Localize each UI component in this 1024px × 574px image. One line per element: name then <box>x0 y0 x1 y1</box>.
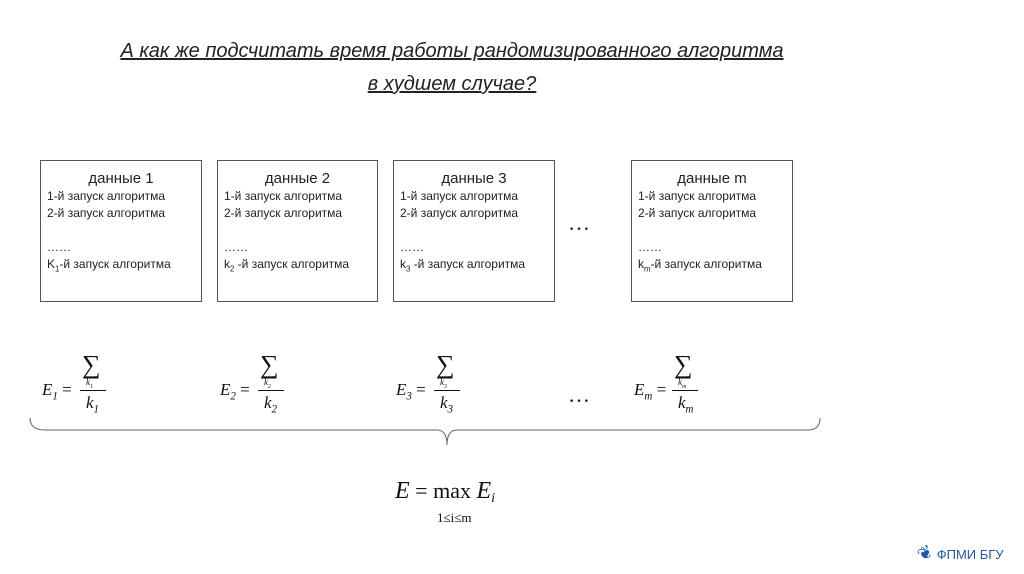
sum-icon: ∑ <box>436 350 455 379</box>
run-line: 1-й запуск алгоритма <box>638 189 757 203</box>
max-formula: E = max Ei 1≤i≤m <box>395 478 496 525</box>
sum-icon: ∑ <box>674 350 693 379</box>
sum-icon: ∑ <box>82 350 101 379</box>
data-box: данные 3 1-й запуск алгоритма 2-й запуск… <box>393 160 555 302</box>
max-range: 1≤i≤m <box>437 510 472 525</box>
data-box-header: данные 3 <box>441 170 507 187</box>
run-line: 1-й запуск алгоритма <box>224 189 343 203</box>
run-line-last: km-й запуск алгоритма <box>638 257 762 274</box>
logo: ❦ ФПМИ БГУ <box>914 541 1004 566</box>
data-box-header: данные 2 <box>264 170 331 187</box>
slide-title-line-2: в худшем случае? <box>367 73 537 95</box>
data-box: данные m 1-й запуск алгоритма 2-й запуск… <box>631 160 793 302</box>
run-line: 2-й запуск алгоритма <box>400 206 519 220</box>
feather-logo-icon: ❦ <box>913 540 937 566</box>
run-line: 2-й запуск алгоритма <box>638 206 757 220</box>
run-line: 1-й запуск алгоритма <box>400 189 519 203</box>
formula-denominator: k3 <box>440 393 454 416</box>
formula-numerator: k2 <box>264 377 271 390</box>
formula-numerator: k1 <box>86 377 93 390</box>
ellipsis-line: …… <box>638 240 662 254</box>
formula-numerator: k3 <box>440 377 447 390</box>
formulas-ellipsis: … <box>568 382 594 407</box>
formula-numerator: km <box>678 377 687 390</box>
formula-denominator: km <box>678 393 694 416</box>
sum-icon: ∑ <box>260 350 279 379</box>
data-box-header: данные m <box>677 170 747 187</box>
run-line-last: k2 -й запуск алгоритма <box>224 257 350 274</box>
slide-title-line-1: А как же подсчитать время работы рандоми… <box>120 40 784 62</box>
fraction-bar <box>258 390 284 391</box>
data-box: данные 2 1-й запуск алгоритма 2-й запуск… <box>217 160 378 302</box>
run-line: 1-й запуск алгоритма <box>47 189 166 203</box>
fraction-bar <box>434 390 460 391</box>
run-line-last: k3 -й запуск алгоритма <box>400 257 526 274</box>
run-line: 2-й запуск алгоритма <box>47 206 166 220</box>
ellipsis-line: …… <box>400 240 424 254</box>
run-line: 2-й запуск алгоритма <box>224 206 343 220</box>
fraction-bar <box>672 390 698 391</box>
ellipsis-line: …… <box>224 240 248 254</box>
formula-denominator: k1 <box>86 393 100 416</box>
data-box: данные 1 1-й запуск алгоритма 2-й запуск… <box>40 160 202 302</box>
logo-text: ФПМИ БГУ <box>936 547 1004 562</box>
run-line-last: K1-й запуск алгоритма <box>47 257 171 274</box>
boxes-ellipsis: … <box>568 210 594 235</box>
formula-denominator: k2 <box>264 393 278 416</box>
ellipsis-line: …… <box>47 240 71 254</box>
data-box-header: данные 1 <box>88 170 154 187</box>
fraction-bar <box>80 390 106 391</box>
